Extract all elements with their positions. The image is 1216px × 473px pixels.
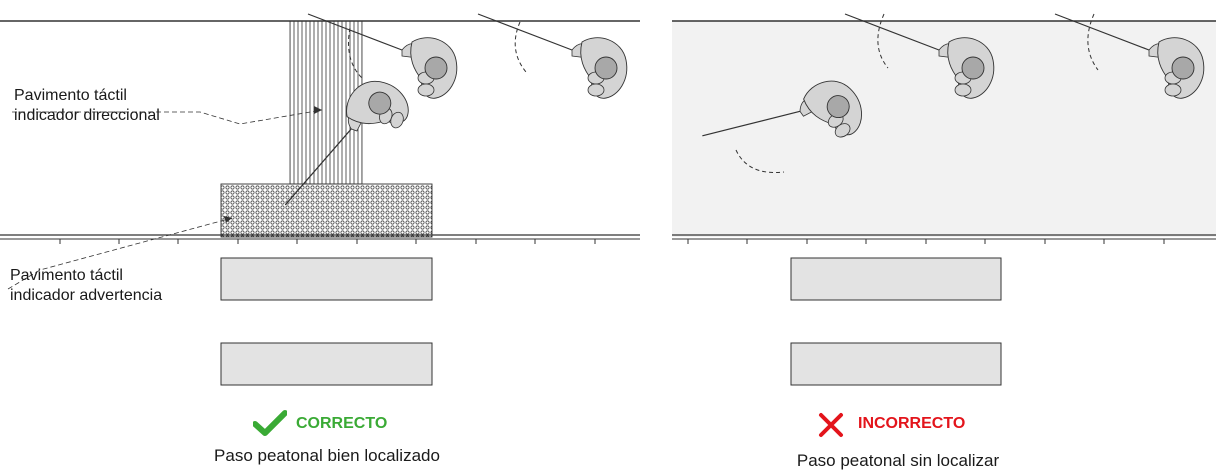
left-crosswalk-stripe-1: [220, 257, 433, 301]
caption-left: Paso peatonal bien localizado: [214, 446, 440, 465]
left-crosswalk-stripe-2: [220, 342, 433, 386]
left-pedestrian-2: [477, 13, 628, 99]
warning-tactile-area: [220, 183, 433, 238]
right-panel: [672, 13, 1216, 386]
caption-right: Paso peatonal sin localizar: [796, 451, 1000, 470]
label-directional-line-2: indicador direccional: [14, 107, 160, 124]
label-warning-tactile: Pavimento táctil indicador advertencia: [10, 266, 162, 306]
status-incorrect: INCORRECTO: [858, 415, 966, 432]
left-panel: [0, 13, 640, 386]
right-crosswalk-stripe-2: [790, 342, 1002, 386]
cross-icon: [819, 413, 843, 437]
label-warning-line-1: Pavimento táctil: [10, 267, 123, 284]
status-correct: CORRECTO: [296, 415, 388, 432]
right-crosswalk-stripe-1: [790, 257, 1002, 301]
check-icon: [253, 410, 287, 436]
label-directional-tactile: Pavimento táctil indicador direccional: [14, 86, 160, 126]
label-warning-line-2: indicador advertencia: [10, 287, 163, 304]
label-directional-line-1: Pavimento táctil: [14, 87, 127, 104]
